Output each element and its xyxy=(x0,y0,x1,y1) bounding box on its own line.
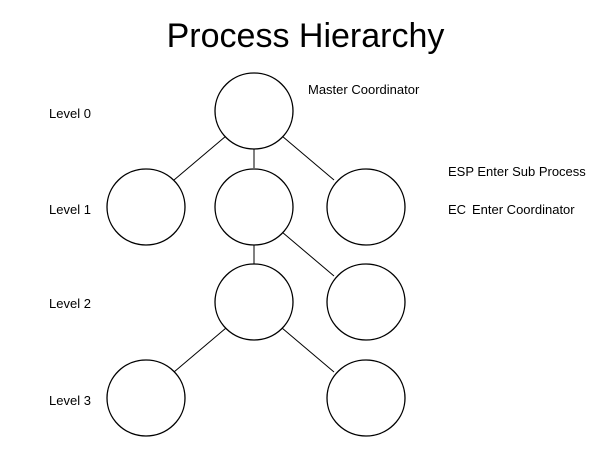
edges xyxy=(173,135,335,373)
level-0-label: Level 0 xyxy=(49,106,91,121)
legend-esp: ESP Enter Sub Process xyxy=(448,164,586,179)
legend-ec-text: Enter Coordinator xyxy=(472,202,575,217)
node-level1-middle xyxy=(214,168,294,246)
nodes xyxy=(106,72,406,437)
master-coordinator-label: Master Coordinator xyxy=(308,82,420,97)
legend-ec-abbr: EC xyxy=(448,202,467,217)
diagram-title: Process Hierarchy xyxy=(166,17,445,55)
edge-master-to-level1-left xyxy=(173,135,227,181)
node-level3-left xyxy=(106,359,186,437)
legend-ec: EC Enter Coordinator xyxy=(448,202,575,218)
level-2-label: Level 2 xyxy=(49,296,91,311)
edge-level2-left-to-level3-left xyxy=(173,327,227,373)
node-level2-left xyxy=(214,263,294,341)
level-1-label: Level 1 xyxy=(49,202,91,217)
edge-level2-left-to-level3-right xyxy=(281,327,335,373)
node-level3-right xyxy=(326,359,406,437)
level-3-label: Level 3 xyxy=(49,393,91,408)
node-level0-master xyxy=(214,72,294,150)
edge-level1-middle-to-level2-right xyxy=(281,231,335,277)
node-level1-left xyxy=(106,168,186,246)
node-level2-right xyxy=(326,263,406,341)
edge-master-to-level1-right xyxy=(281,135,335,181)
node-level1-right xyxy=(326,168,406,246)
